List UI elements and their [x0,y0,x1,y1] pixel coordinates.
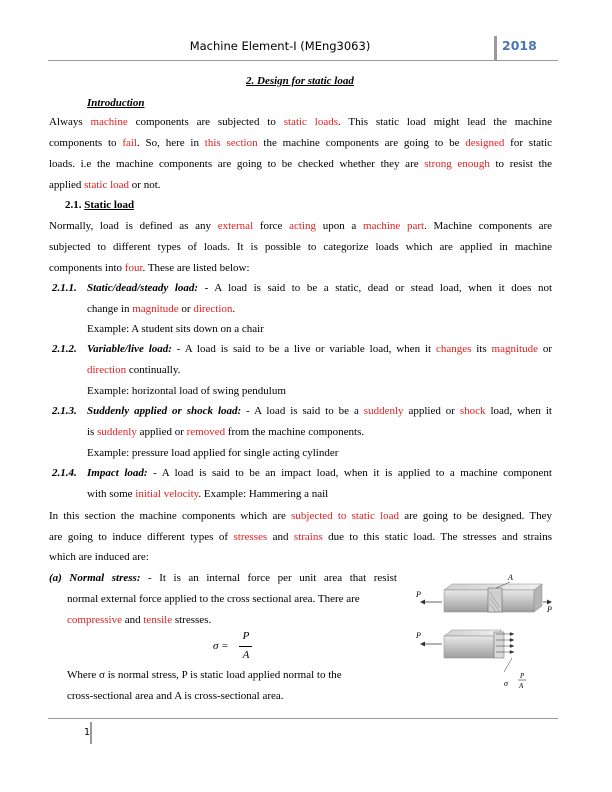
item213-line-1: Suddenly applied or shock load: - A load… [87,405,552,417]
intro-line-4: applied static load or not. [49,179,161,191]
sub21-line-1: Normally, load is defined as any externa… [49,220,552,232]
footer-separator [90,722,92,744]
item211-num: 2.1.1. [52,282,77,294]
intro-heading: Introduction [87,97,145,109]
section-title: 2. Design for static load [246,75,354,87]
item214-line-2: with some initial velocity. Example: Ham… [87,488,329,500]
item212-example: Example: horizontal load of swing pendul… [87,385,286,397]
item214-line-1: Impact load: - A load is said to be an i… [87,467,552,479]
page-number: 1 [84,727,91,738]
header-rule [48,60,558,61]
para-line-3: which are induced are: [49,551,149,563]
header-year: 2018 [502,38,537,53]
fig-label-P-left-top: P [416,590,421,599]
bar-top [443,583,543,613]
para-line-1: In this section the machine components w… [49,510,552,522]
item212-line-1: Variable/live load: - A load is said to … [87,343,552,355]
sub21-line-2: subjected to different types of loads. I… [49,241,552,253]
normal-stress-line-2: normal external force applied to the cro… [67,593,360,605]
header-title: Machine Element-I (MEng3063) [189,39,371,53]
intro-line-3: loads. i.e the machine components are go… [49,158,553,170]
normal-stress-figure: A P P P σ P A [416,573,552,690]
intro-line-1: Always machine components are subjected … [49,116,552,128]
item214-num: 2.1.4. [52,467,77,479]
footer-rule [48,718,558,719]
sub21-line-3: components into four. These are listed b… [49,262,250,274]
where-line-2: cross-sectional area and A is cross-sect… [67,690,284,702]
fig-label-frac-den: A [518,682,524,690]
sub21-heading: 2.1. Static load [65,199,135,211]
fig-label-A: A [507,573,513,582]
header-separator [494,36,497,60]
item213-num: 2.1.3. [52,405,77,417]
item213-example: Example: pressure load applied for singl… [87,447,339,459]
item211-example: Example: A student sits down on a chair [87,323,264,335]
para-line-2: are going to induce different types of s… [49,531,552,543]
fig-label-P-right: P [546,605,552,614]
item212-num: 2.1.2. [52,343,77,355]
fig-label-sigma: σ [504,679,509,688]
normal-stress-line-1: (a) Normal stress: - It is an internal f… [49,572,397,584]
normal-stress-line-3: compressive and tensile stresses. [67,614,212,626]
intro-line-2: components to fail. So, here in this sec… [49,137,553,149]
bar-bottom [443,629,515,659]
item213-line-2: is suddenly applied or removed from the … [87,426,365,438]
fig-label-P-left-bottom: P [416,631,421,640]
item211-line-2: change in magnitude or direction. [87,303,236,315]
item212-line-2: direction continually. [87,364,181,376]
item211-line-1: Static/dead/steady load: - A load is sai… [87,282,552,294]
where-line-1: Where σ is normal stress, P is static lo… [67,669,342,681]
fig-label-frac-num: P [519,672,525,680]
